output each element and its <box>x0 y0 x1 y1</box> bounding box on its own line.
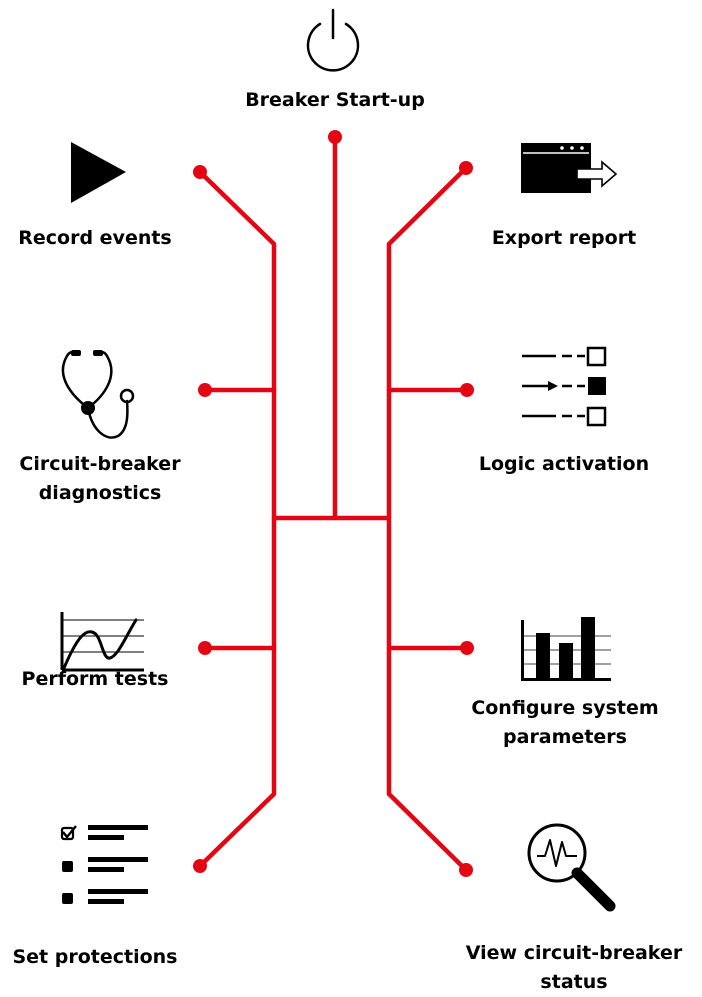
dot-logic <box>460 383 474 397</box>
bar-chart-icon <box>521 617 611 681</box>
dot-config <box>460 641 474 655</box>
label-set-protections: Set protections <box>12 946 178 968</box>
red-trunk-lines <box>197 134 470 873</box>
dot-diagnostics <box>198 383 212 397</box>
line-chart-icon <box>60 612 144 672</box>
label-circuit-breaker-diagnostics: Circuit-breaker diagnostics <box>19 453 181 504</box>
export-window-icon <box>521 143 618 193</box>
left-trunk <box>197 169 277 869</box>
dot-tests <box>198 641 212 655</box>
power-icon <box>306 8 360 72</box>
right-trunk <box>386 165 469 873</box>
label-perform-tests: Perform tests <box>21 668 169 690</box>
dot-startup <box>328 130 342 144</box>
dot-protections <box>193 859 207 873</box>
label-record-events: Record events <box>18 227 172 249</box>
stethoscope-details <box>71 350 103 415</box>
magnifier-waveform-icon <box>527 823 616 912</box>
red-endpoint-dots <box>193 130 474 877</box>
checklist-icon <box>60 825 148 904</box>
dot-export <box>459 161 473 175</box>
stethoscope-icon <box>61 350 135 439</box>
label-export-report: Export report <box>491 227 637 249</box>
label-view-circuit-breaker-status: View circuit-breaker status <box>465 942 683 993</box>
dot-status <box>459 863 473 877</box>
label-logic-activation: Logic activation <box>478 453 650 475</box>
logic-selection-icon <box>522 346 607 427</box>
label-configure-system-parameters: Configure system parameters <box>471 697 659 748</box>
play-icon <box>71 142 126 203</box>
dot-record <box>193 165 207 179</box>
label-breaker-startup: Breaker Start-up <box>245 89 425 111</box>
